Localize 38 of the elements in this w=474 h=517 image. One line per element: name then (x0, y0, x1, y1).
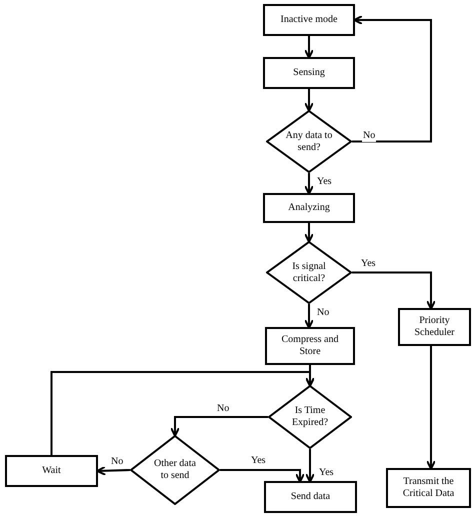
process-box (264, 481, 357, 513)
process-box (5, 455, 98, 487)
process-box (265, 327, 355, 365)
node-text: Inactive mode (280, 14, 338, 26)
process-box (263, 57, 355, 89)
arrow (304, 173, 314, 195)
process-box (386, 468, 471, 508)
node-text: Is Time Expired? (290, 405, 330, 429)
process-box (263, 193, 355, 223)
arrow (220, 469, 305, 483)
decision-diamond (266, 241, 352, 304)
arrow (304, 223, 314, 243)
node-text: Send data (290, 491, 330, 503)
arrow (304, 89, 314, 112)
arrow (305, 449, 315, 483)
process-box (398, 308, 471, 346)
node-text: Is signal critical? (291, 260, 327, 284)
arrow (426, 346, 436, 470)
node-text: Analyzing (288, 202, 330, 214)
arrow (352, 272, 436, 310)
node-text: Wait (42, 465, 61, 477)
arrow (96, 466, 130, 476)
arrow (304, 304, 314, 329)
node-text: Any data to send? (284, 130, 334, 154)
decision-diamond (130, 435, 220, 505)
decision-diamond (268, 385, 352, 449)
arrow (50, 371, 315, 455)
arrow (304, 36, 314, 59)
node-text: Compress and Store (280, 334, 340, 358)
node-text: Other data to send (153, 458, 197, 482)
arrow (170, 416, 268, 437)
process-box (263, 4, 355, 36)
edge-label: No (362, 130, 376, 142)
node-text: Transmit the Critical Data (402, 476, 456, 500)
node-text: Sensing (293, 67, 325, 79)
arrow (352, 15, 432, 142)
decision-diamond (266, 110, 352, 173)
node-text: Priority Scheduler (414, 315, 456, 339)
